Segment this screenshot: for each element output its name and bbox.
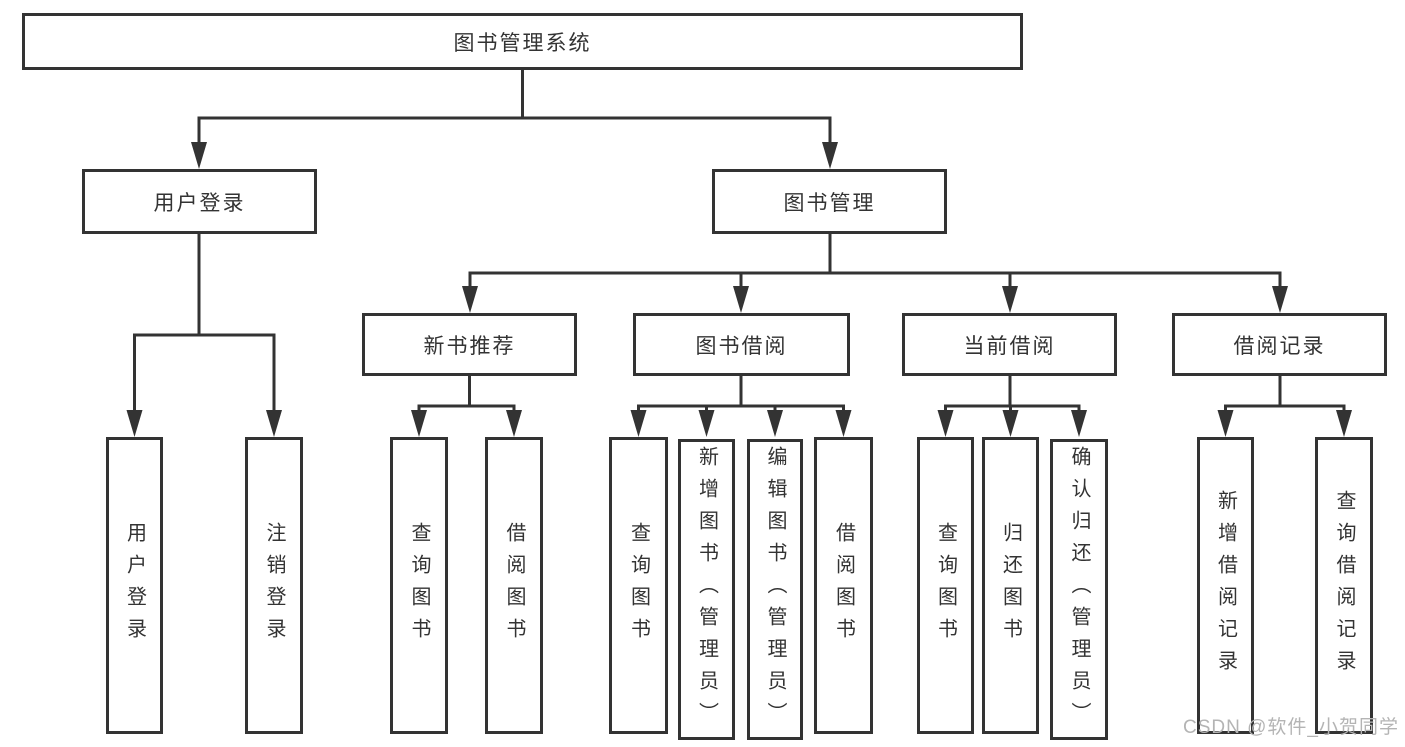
- node-root: 图书管理系统: [22, 13, 1023, 70]
- node-borrow-record: 借阅记录: [1172, 313, 1387, 376]
- node-leaf-cb-return-book: 归还图书: [982, 437, 1039, 734]
- node-leaf-user-login: 用户登录: [106, 437, 163, 734]
- node-user-login: 用户登录: [82, 169, 317, 234]
- node-leaf-rec-query-book: 查询图书: [390, 437, 448, 734]
- node-book-management: 图书管理: [712, 169, 947, 234]
- node-leaf-cb-query-book: 查询图书: [917, 437, 974, 734]
- node-leaf-bb-borrow-book: 借阅图书: [814, 437, 873, 734]
- connector-userlogin-to-leaves: [126, 233, 282, 437]
- connector-newbookrec-to-leaves: [411, 375, 522, 437]
- connector-borrowrecord-to-leaves: [1217, 375, 1352, 437]
- node-leaf-br-query-record: 查询借阅记录: [1315, 437, 1373, 734]
- node-leaf-bb-query-book: 查询图书: [609, 437, 668, 734]
- connector-root-to-level2: [191, 69, 838, 169]
- node-leaf-bb-edit-book-admin: 编辑图书（管理员）: [747, 439, 803, 740]
- node-book-borrow: 图书借阅: [633, 313, 850, 376]
- node-current-borrow: 当前借阅: [902, 313, 1117, 376]
- connector-bookmgmt-to-level3: [462, 233, 1288, 313]
- watermark-text: CSDN @软件_小贺同学: [1183, 717, 1399, 738]
- node-new-book-recommend: 新书推荐: [362, 313, 577, 376]
- connector-bookborrow-to-leaves: [630, 375, 852, 437]
- node-leaf-bb-add-book-admin: 新增图书（管理员）: [678, 439, 735, 740]
- node-leaf-cb-confirm-return-admin: 确认归还（管理员）: [1050, 439, 1108, 740]
- connector-currentborrow-to-leaves: [937, 375, 1087, 437]
- node-leaf-br-add-record: 新增借阅记录: [1197, 437, 1254, 734]
- node-leaf-logout: 注销登录: [245, 437, 303, 734]
- node-leaf-rec-borrow-book: 借阅图书: [485, 437, 543, 734]
